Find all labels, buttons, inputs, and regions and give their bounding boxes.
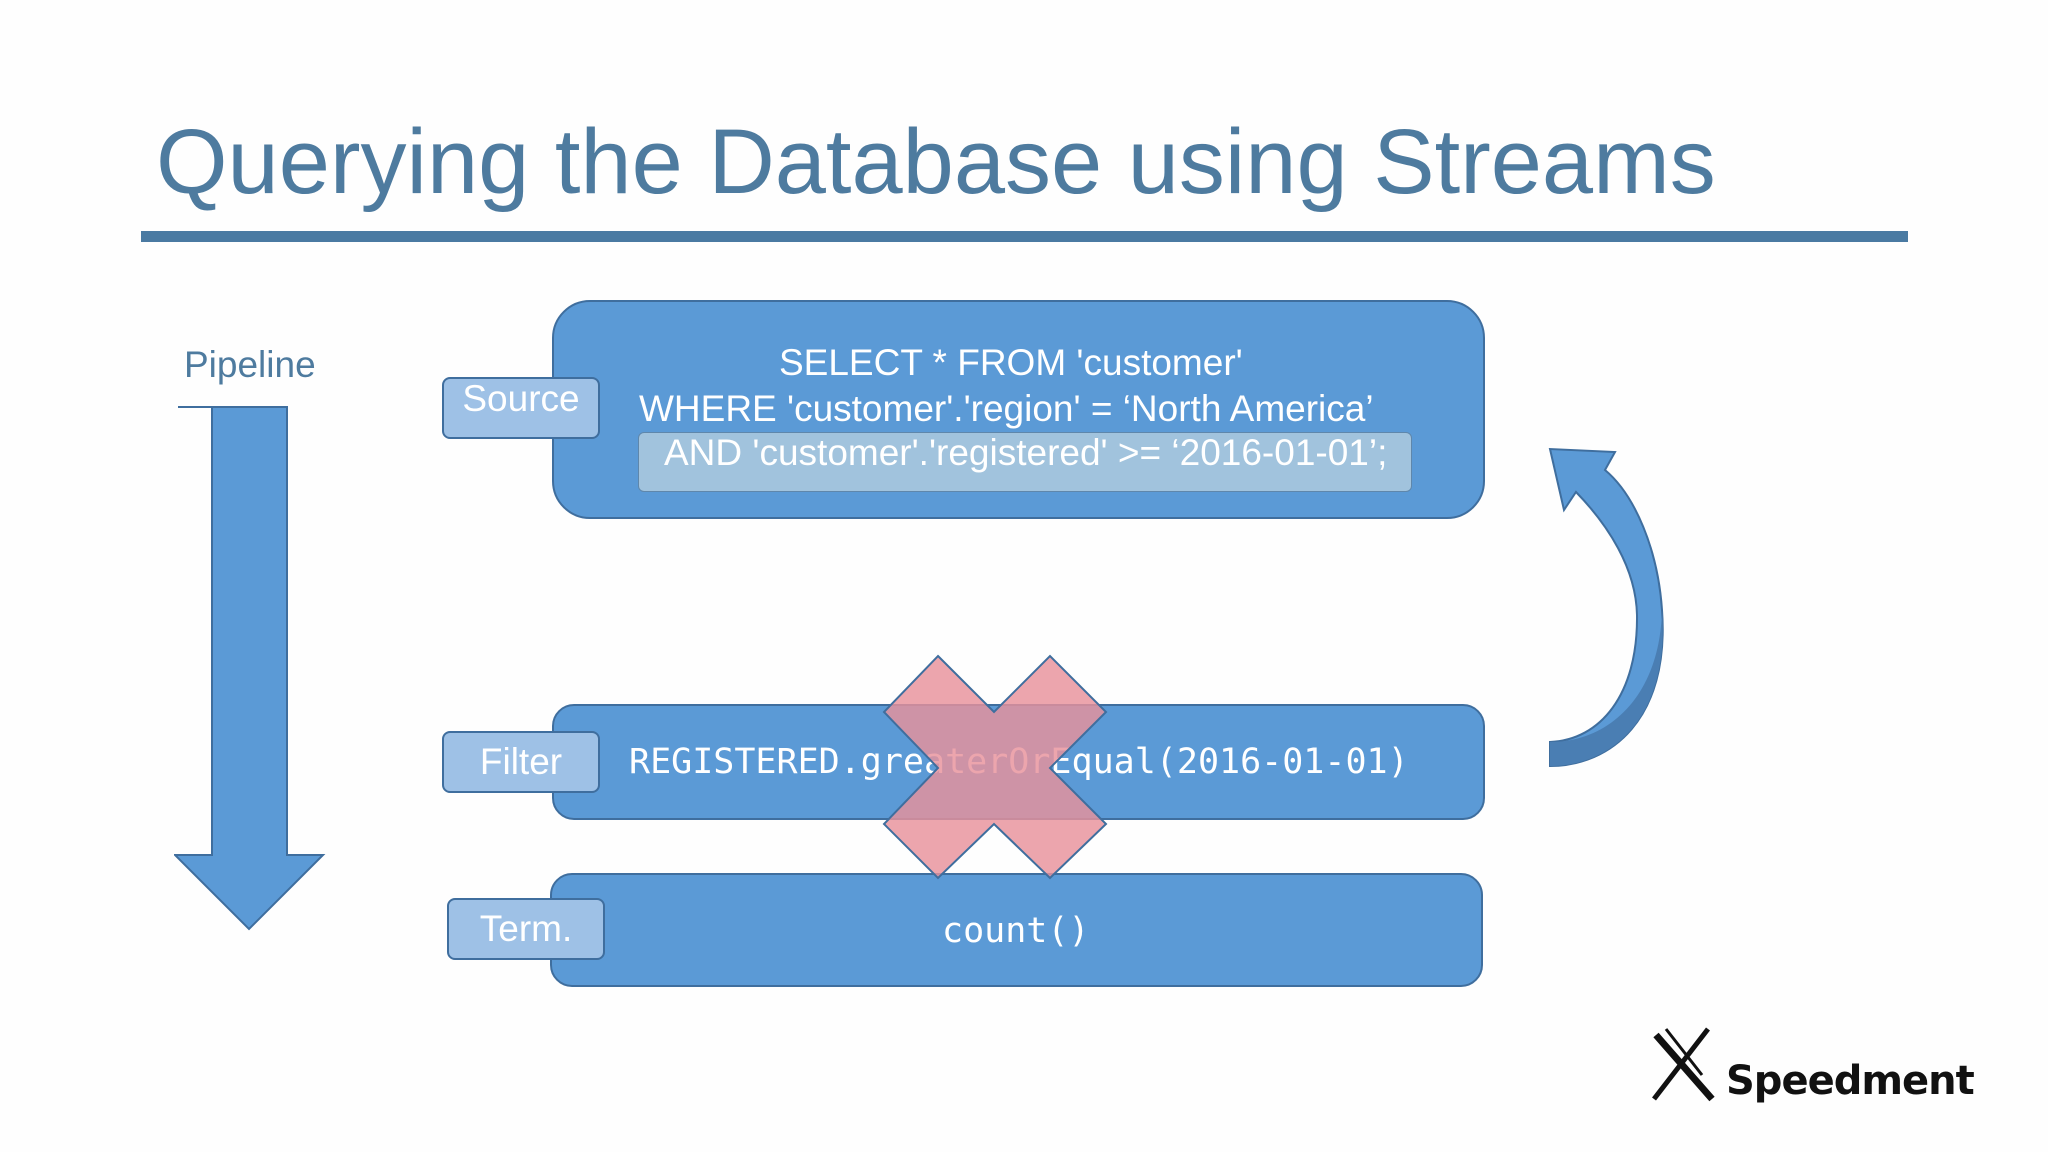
source-block: SELECT * FROM 'customer' WHERE 'customer…	[552, 300, 1485, 519]
sql-select-line: SELECT * FROM 'customer'	[779, 342, 1243, 383]
sql-where-line: WHERE 'customer'.'region' = ‘North Ameri…	[639, 388, 1374, 429]
filter-tag: Filter	[442, 731, 600, 793]
terminal-code: count()	[942, 911, 1090, 951]
source-tag: Source	[442, 377, 600, 439]
cross-out-icon	[882, 654, 1108, 880]
pipeline-down-arrow-icon	[174, 406, 326, 931]
sql-and-highlight	[638, 432, 1412, 492]
speedment-logo-text: Speedment	[1726, 1058, 1975, 1104]
title-divider	[141, 231, 1908, 242]
terminal-tag: Term.	[447, 898, 605, 960]
terminal-block: count()	[550, 873, 1483, 987]
speedment-logo-icon	[1652, 1027, 1715, 1102]
pipeline-label: Pipeline	[184, 344, 316, 385]
curved-up-arrow-icon	[1548, 447, 1664, 768]
slide-title: Querying the Database using Streams	[156, 111, 1716, 213]
sql-and-line: AND 'customer'.'registered' >= ‘2016-01-…	[664, 432, 1388, 473]
